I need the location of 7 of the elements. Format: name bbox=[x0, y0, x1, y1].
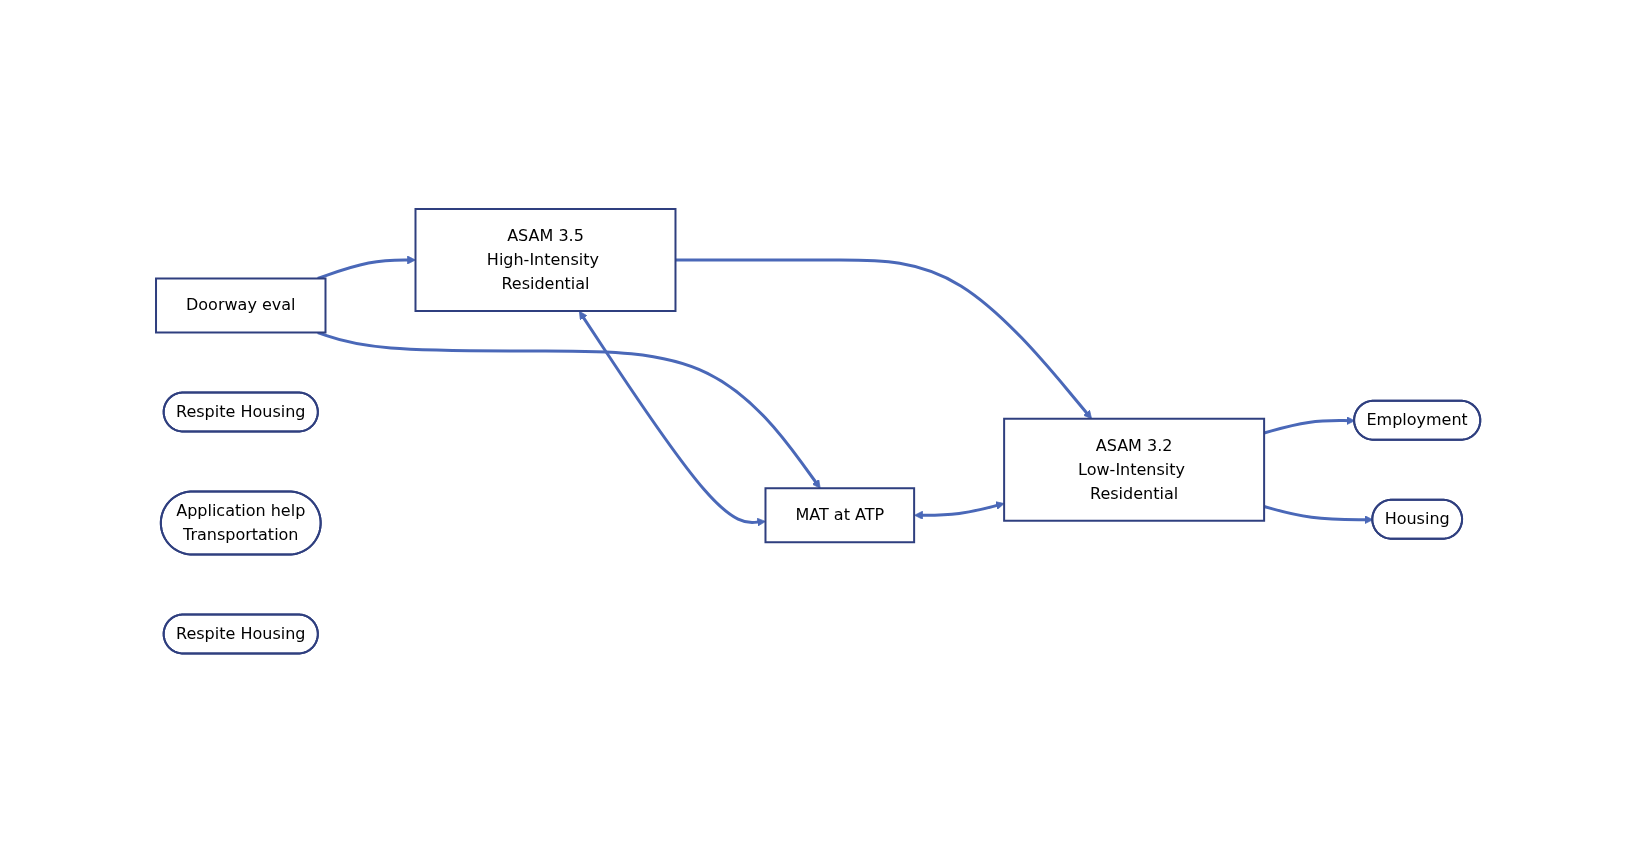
node-box: ASAM 3.2 Low-Intensity Residential bbox=[1003, 417, 1266, 522]
node-box: ASAM 3.5 High-Intensity Residential bbox=[414, 207, 677, 312]
node-box: Doorway eval bbox=[155, 277, 327, 334]
arrow bbox=[914, 501, 1005, 520]
node-box: MAT at ATP bbox=[764, 487, 916, 543]
arrow bbox=[675, 258, 1093, 419]
arrow bbox=[317, 330, 821, 489]
